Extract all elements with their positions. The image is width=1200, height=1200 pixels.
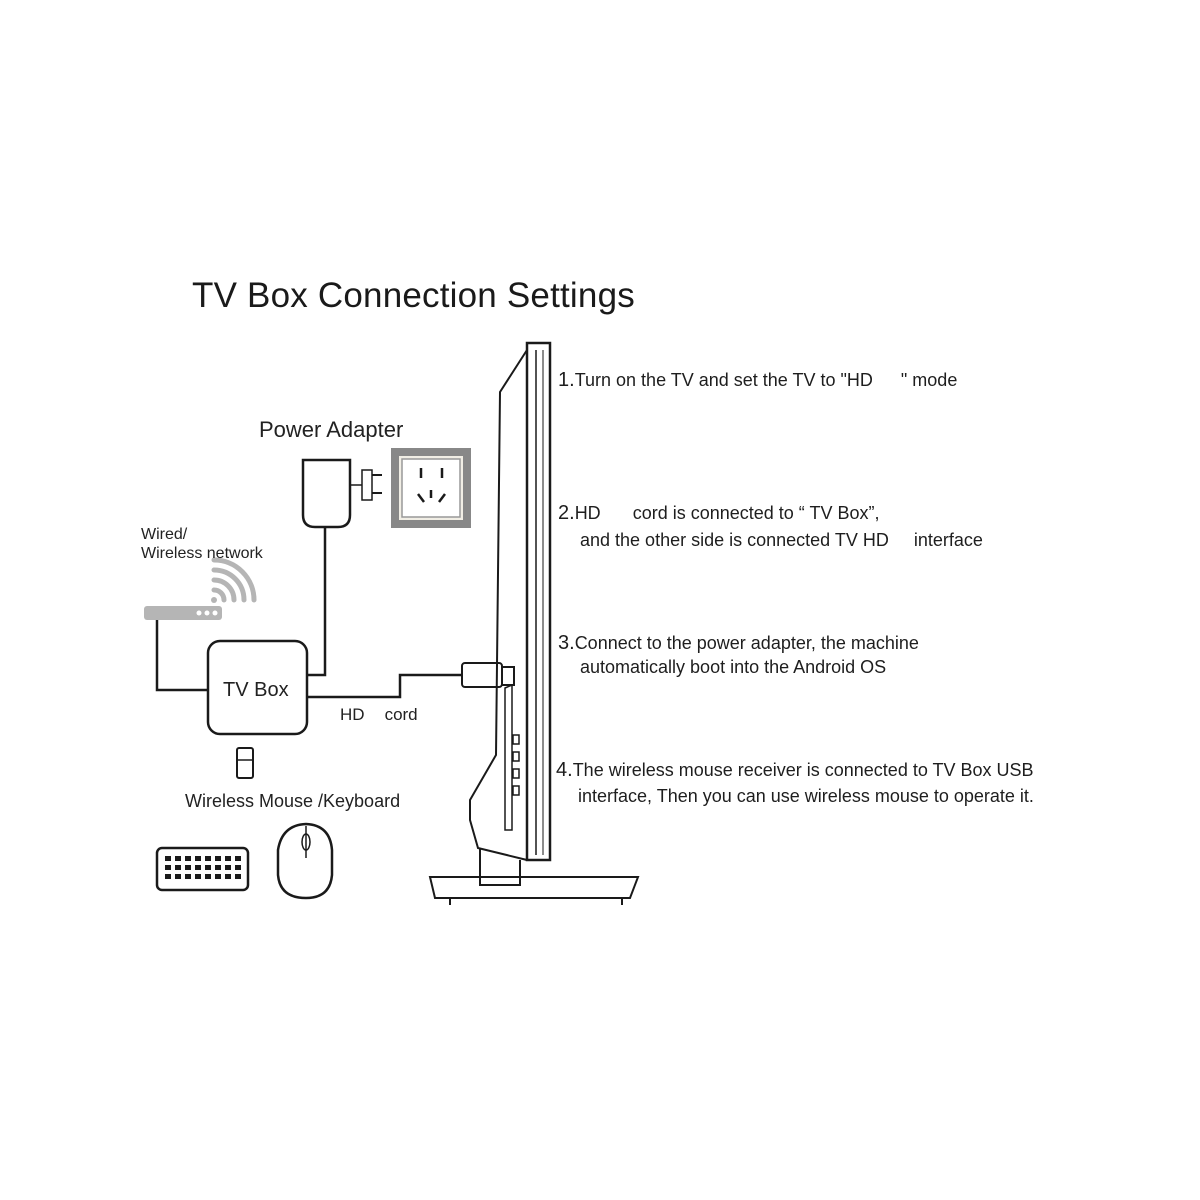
hd-cord-label: HD cord — [340, 705, 418, 725]
keyboard-keys — [165, 856, 241, 879]
step-2-line2-a: and the other side is connected TV HD — [580, 530, 889, 550]
step-1-number: 1. — [558, 369, 575, 391]
hdmi-plug-icon — [461, 662, 515, 688]
tv-box-label: TV Box — [223, 679, 289, 701]
hd-cord-label-b: cord — [384, 705, 418, 724]
step-3: 3.Connect to the power adapter, the mach… — [558, 631, 919, 679]
step-2-line2: and the other side is connected TV HD int… — [558, 527, 983, 554]
network-label-line1: Wired/ — [141, 526, 188, 543]
step-1-text-b: " mode — [900, 370, 958, 390]
step-3-number: 3. — [558, 632, 575, 654]
step-4-line1: The wireless mouse receiver is connected… — [572, 760, 1034, 780]
mouse-icon — [276, 822, 334, 900]
keyboard-icon — [155, 846, 250, 892]
power-adapter-icon — [301, 458, 382, 677]
step-4-number: 4. — [556, 759, 573, 781]
wifi-signal-icon — [211, 557, 257, 603]
network-label-line2: Wireless network — [141, 545, 263, 562]
wall-socket-icon — [391, 448, 471, 528]
step-1-text-a: Turn on the TV and set the TV to "HD — [574, 370, 873, 390]
step-2-text-b: cord is connected to “ TV Box”, — [632, 503, 880, 523]
step-2-text-a: HD — [574, 503, 601, 523]
step-1: 1.Turn on the TV and set the TV to "HD " … — [558, 367, 957, 394]
step-3-line2: automatically boot into the Android OS — [580, 657, 887, 677]
step-2-number: 2. — [558, 502, 575, 524]
wireless-mouse-keyboard-label: Wireless Mouse /Keyboard — [185, 791, 401, 811]
step-2-line2-b: interface — [913, 530, 983, 550]
step-4: 4.The wireless mouse receiver is connect… — [556, 757, 1034, 809]
hd-cord-label-a: HD — [340, 705, 365, 724]
usb-receiver-icon — [236, 747, 254, 779]
step-3-line1: Connect to the power adapter, the machin… — [574, 633, 919, 653]
power-adapter-label: Power Adapter — [259, 417, 404, 442]
tv-side-view-icon — [428, 341, 640, 905]
diagram-title: TV Box Connection Settings — [192, 276, 635, 315]
hd-cord-line — [307, 673, 462, 699]
network-label: Wired/ Wireless network — [141, 525, 263, 563]
step-2: 2.HD cord is connected to “ TV Box”, and … — [558, 500, 983, 554]
tv-box-icon — [206, 639, 309, 736]
router-icon — [144, 606, 222, 620]
step-4-line2: interface, Then you can use wireless mou… — [578, 786, 1034, 806]
